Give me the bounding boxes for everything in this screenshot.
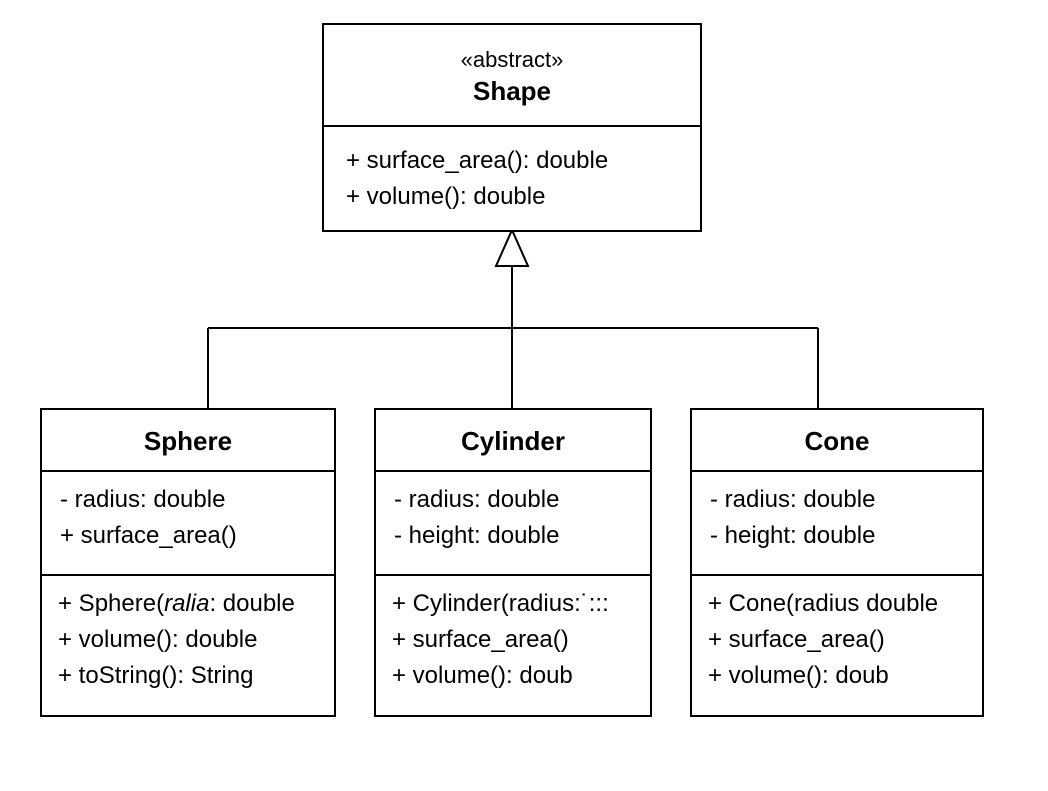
cylinder-operation: + surface_area() [392, 626, 569, 653]
sphere-operation: + volume(): double [58, 626, 258, 653]
cone-operation: + volume(): doub [708, 662, 889, 689]
generalization-arrowhead [494, 227, 530, 267]
sphere-constructor-prefix: + Sphere( [58, 590, 165, 617]
sphere-attribute: - radius: double [60, 486, 226, 513]
sphere-class-header: Sphere [42, 410, 334, 472]
sphere-class-box: Sphere - radius: double + surface_area()… [40, 408, 336, 717]
cylinder-class-header: Cylinder [376, 410, 650, 472]
cone-attributes-compartment: - radius: double - height: double [692, 472, 982, 576]
shape-class-header: «abstract» Shape [324, 25, 700, 127]
cone-class-name: Cone [804, 426, 870, 456]
cylinder-operation: + volume(): doub [392, 662, 573, 689]
cone-operation: + Cone(radius double [708, 590, 939, 617]
sphere-class-name: Sphere [143, 426, 233, 456]
sphere-constructor-suffix: : double [209, 590, 295, 617]
cone-operation: + surface_area() [708, 626, 885, 653]
cone-class-box: Cone - radius: double - height: double +… [690, 408, 984, 717]
shape-class-box: «abstract» Shape + surface_area(): doubl… [322, 23, 702, 232]
shape-operation: + volume(): double [346, 183, 546, 210]
cylinder-operation: + Cylinder(radius:˙::: [392, 590, 609, 617]
cylinder-class-box: Cylinder - radius: double - height: doub… [374, 408, 652, 717]
sphere-operation: + Sphere(ralia: double [58, 586, 334, 622]
sphere-constructor-param: ralia [164, 590, 210, 617]
shape-operations-compartment: + surface_area(): double + volume(): dou… [324, 127, 700, 215]
cylinder-operations-compartment: + Cylinder(radius:˙::: + surface_area() … [376, 576, 650, 694]
sphere-attributes-compartment: - radius: double + surface_area() [42, 472, 334, 576]
shape-class-name: Shape [472, 76, 552, 106]
cone-operations-compartment: + Cone(radius double + surface_area() + … [692, 576, 982, 694]
sphere-attribute: + surface_area() [60, 522, 237, 549]
sphere-operation: + toString(): String [58, 662, 254, 689]
cylinder-attribute: - radius: double [394, 486, 560, 513]
cylinder-attribute: - height: double [394, 522, 560, 549]
sphere-operations-compartment: + Sphere(ralia: double + volume(): doubl… [42, 576, 334, 694]
cylinder-class-name: Cylinder [460, 426, 566, 456]
shape-operation: + surface_area(): double [346, 147, 609, 174]
cone-attribute: - radius: double [710, 486, 876, 513]
shape-stereotype: «abstract» [460, 47, 564, 72]
cone-class-header: Cone [692, 410, 982, 472]
cylinder-attributes-compartment: - radius: double - height: double [376, 472, 650, 576]
cone-attribute: - height: double [710, 522, 876, 549]
